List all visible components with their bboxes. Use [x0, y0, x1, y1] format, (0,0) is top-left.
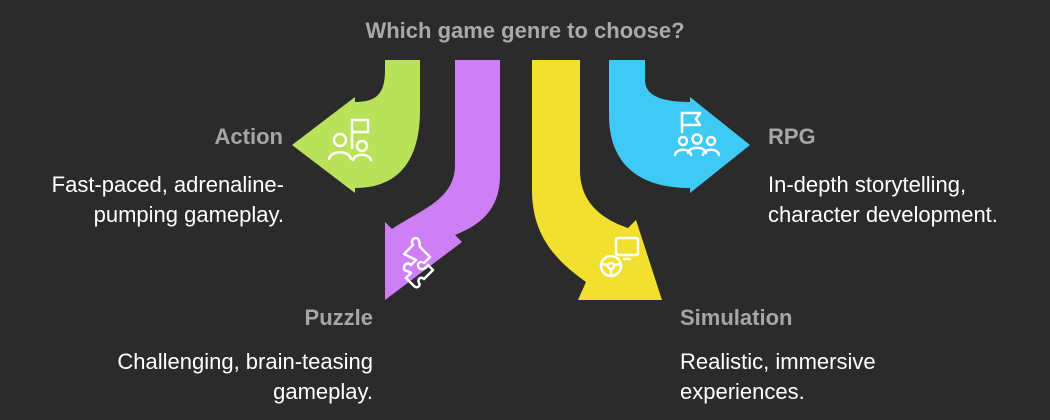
group-flag-icon	[673, 111, 721, 157]
steering-wheel-monitor-icon	[599, 236, 640, 278]
rpg-description: In-depth storytelling, character develop…	[768, 172, 998, 227]
action-arrow	[292, 60, 420, 193]
action-description: Fast-paced, adrenaline- pumping gameplay…	[51, 172, 284, 227]
people-flag-icon	[327, 118, 373, 162]
simulation-arrow	[532, 60, 662, 300]
puzzle-description: Challenging, brain-teasing gameplay.	[117, 349, 373, 404]
rpg-label: RPG	[768, 124, 816, 149]
puzzle-piece-icon	[402, 236, 435, 289]
rpg-arrow	[609, 60, 750, 193]
puzzle-label: Puzzle	[304, 305, 373, 330]
action-label: Action	[214, 124, 283, 149]
puzzle-arrow	[385, 60, 500, 300]
diagram-title: Which game genre to choose?	[365, 18, 685, 43]
simulation-label: Simulation	[680, 305, 793, 330]
simulation-description: Realistic, immersive experiences.	[680, 349, 876, 404]
